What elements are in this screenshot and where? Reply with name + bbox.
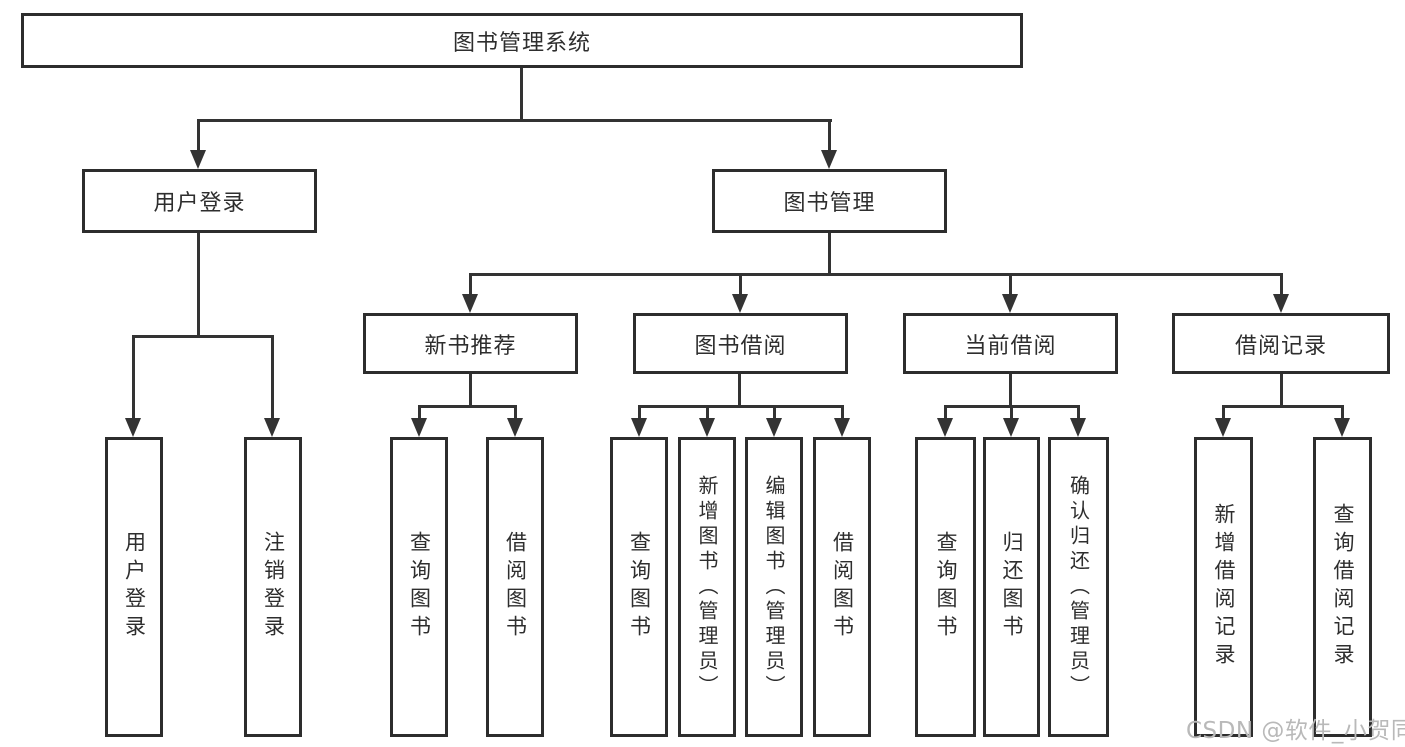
node-label: 查询图书 — [934, 531, 958, 643]
connector-user-login-stem — [197, 233, 200, 338]
connector-drop-new-book — [469, 273, 472, 298]
leaf-bb-edit-books-admin: 编辑图书（管理员） — [745, 437, 803, 737]
node-new-book-recommend: 新书推荐 — [363, 313, 578, 374]
node-user-login: 用户登录 — [82, 169, 317, 233]
arrow-down-icon — [1273, 294, 1289, 313]
leaf-nb-query-books: 查询图书 — [390, 437, 448, 737]
arrow-down-icon — [732, 294, 748, 313]
connector-drop-borrow-records — [1280, 273, 1283, 298]
leaf-cb-return-books: 归还图书 — [983, 437, 1040, 737]
connector-drop — [418, 405, 421, 421]
node-label: 用户登录 — [153, 191, 246, 216]
node-label: 借阅图书 — [830, 531, 855, 643]
node-label: 借阅记录 — [1234, 333, 1327, 359]
node-label: 图书借阅 — [694, 333, 787, 359]
arrow-down-icon — [834, 418, 850, 437]
leaf-bb-add-books-admin: 新增图书（管理员） — [678, 437, 736, 737]
node-label: 图书管理 — [783, 191, 876, 216]
arrow-down-icon — [1003, 418, 1019, 437]
node-current-borrow: 当前借阅 — [903, 313, 1118, 374]
node-label: 新增借阅记录 — [1212, 503, 1236, 671]
node-label: 编辑图书（管理员） — [762, 474, 786, 700]
node-label: 新增图书（管理员） — [695, 474, 719, 700]
connector-drop — [514, 405, 517, 421]
connector-drop-user-login — [197, 119, 200, 159]
connector-drop — [706, 405, 709, 421]
connector-bb-stem — [738, 374, 741, 408]
connector-drop-leaf-logout — [271, 335, 274, 423]
node-label: 图书管理系统 — [452, 30, 591, 56]
leaf-user-login: 用户登录 — [105, 437, 163, 737]
arrow-down-icon — [1334, 418, 1350, 437]
node-label: 确认归还（管理员） — [1066, 474, 1091, 700]
node-book-borrow: 图书借阅 — [633, 313, 848, 374]
connector-drop-leaf-login — [132, 335, 135, 423]
node-label: 借阅图书 — [503, 531, 528, 643]
connector-book-mgmt-stem — [828, 233, 831, 276]
leaf-bb-query-books: 查询图书 — [610, 437, 668, 737]
connector-cb-stem — [1009, 374, 1012, 408]
arrow-down-icon — [1070, 418, 1086, 437]
arrow-down-icon — [264, 418, 280, 437]
connector-drop — [944, 405, 947, 421]
arrow-down-icon — [411, 418, 427, 437]
connector-br-stem — [1280, 374, 1283, 408]
connector-drop — [1222, 405, 1225, 421]
node-root-library-system: 图书管理系统 — [21, 13, 1023, 68]
connector-bb-hline — [638, 405, 844, 408]
leaf-cb-query-books: 查询图书 — [915, 437, 976, 737]
arrow-down-icon — [507, 418, 523, 437]
connector-nb-stem — [469, 374, 472, 408]
arrow-down-icon — [631, 418, 647, 437]
node-label: 查询图书 — [407, 531, 432, 643]
connector-drop — [1077, 405, 1080, 421]
connector-drop-book-mgmt — [828, 119, 831, 159]
leaf-logout-login: 注销登录 — [244, 437, 302, 737]
arrow-down-icon — [190, 150, 206, 169]
connector-level3-hline — [469, 273, 1283, 276]
arrow-down-icon — [462, 294, 478, 313]
arrow-down-icon — [766, 418, 782, 437]
connector-nb-hline — [418, 405, 517, 408]
node-label: 新书推荐 — [424, 333, 517, 359]
csdn-watermark: CSDN @软件_小贺同学 — [1186, 718, 1405, 744]
node-label: 当前借阅 — [964, 333, 1057, 359]
node-borrow-records: 借阅记录 — [1172, 313, 1390, 374]
connector-drop — [638, 405, 641, 421]
node-label: 查询图书 — [627, 531, 652, 643]
connector-user-login-hline — [132, 335, 274, 338]
connector-drop — [1010, 405, 1013, 421]
leaf-bb-borrow-books: 借阅图书 — [813, 437, 871, 737]
connector-drop-book-borrow — [739, 273, 742, 298]
node-label: 用户登录 — [122, 531, 147, 643]
connector-drop — [773, 405, 776, 421]
connector-br-hline — [1222, 405, 1344, 408]
connector-root-stem — [520, 68, 523, 121]
leaf-cb-confirm-return-admin: 确认归还（管理员） — [1048, 437, 1109, 737]
arrow-down-icon — [1215, 418, 1231, 437]
connector-level2-hline — [197, 119, 832, 122]
arrow-down-icon — [821, 150, 837, 169]
arrow-down-icon — [1002, 294, 1018, 313]
leaf-nb-borrow-books: 借阅图书 — [486, 437, 544, 737]
node-label: 注销登录 — [261, 531, 286, 643]
node-book-management: 图书管理 — [712, 169, 947, 233]
connector-drop — [841, 405, 844, 421]
leaf-br-query-borrow-record: 查询借阅记录 — [1313, 437, 1372, 737]
connector-drop — [1341, 405, 1344, 421]
arrow-down-icon — [125, 418, 141, 437]
arrow-down-icon — [937, 418, 953, 437]
connector-drop-current-borrow — [1009, 273, 1012, 298]
node-label: 查询借阅记录 — [1331, 503, 1355, 671]
node-label: 归还图书 — [1000, 531, 1024, 643]
leaf-br-add-borrow-record: 新增借阅记录 — [1194, 437, 1253, 737]
arrow-down-icon — [699, 418, 715, 437]
